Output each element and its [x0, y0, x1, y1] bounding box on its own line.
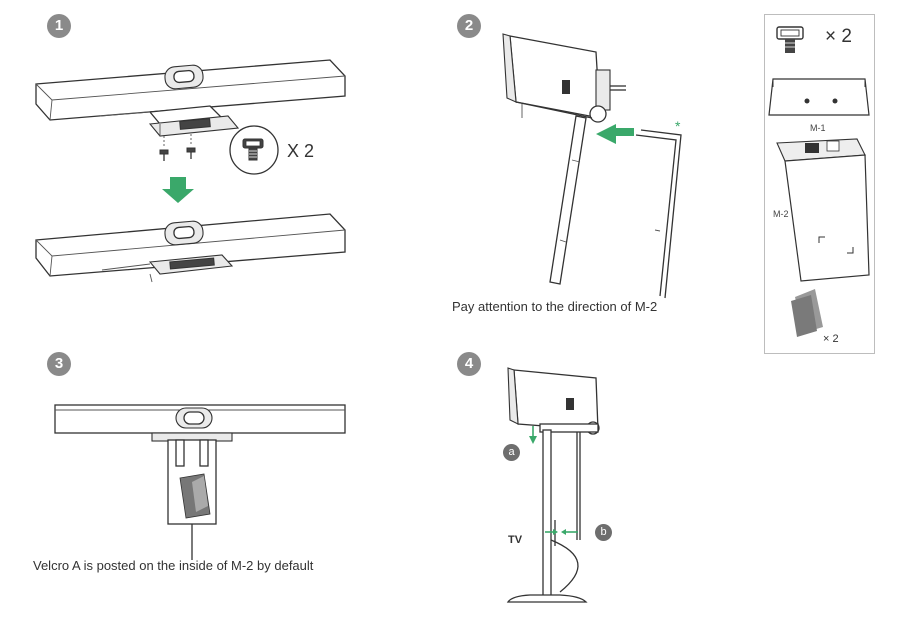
- parts-screw-icon: [776, 26, 804, 53]
- parts-drawing: [768, 26, 870, 337]
- step4-marker-a: a: [503, 444, 520, 461]
- parts-m2-label: M-2: [773, 209, 789, 219]
- step1-screws: [159, 134, 196, 161]
- parts-velcro-pad: [791, 289, 823, 337]
- step1-down-arrow: [162, 177, 194, 203]
- step1-screw-callout: [229, 125, 279, 175]
- parts-list-panel: × 2 M-1 M-2 × 2: [764, 14, 875, 354]
- step2-bracket-stand: [549, 115, 587, 285]
- step1-screw-quantity: X 2: [287, 141, 315, 161]
- step-1-badge: 1: [47, 14, 71, 38]
- step1-bar-top: [35, 59, 346, 137]
- step2-caption: Pay attention to the direction of M-2: [452, 299, 658, 314]
- step4-tv-label: TV: [508, 534, 523, 546]
- step-2-badge: 2: [457, 14, 481, 38]
- step2-arrow: [596, 124, 634, 144]
- step1-bar-bottom: [35, 213, 346, 283]
- step2-m2-plate: [635, 129, 682, 299]
- parts-velcro-quantity: × 2: [823, 333, 839, 345]
- step4-marker-b: b: [595, 524, 612, 541]
- parts-screw-quantity: × 2: [825, 26, 852, 47]
- step4-camera: [507, 367, 600, 435]
- step2-direction-mark: *: [675, 118, 681, 134]
- step-3-badge: 3: [47, 352, 71, 376]
- step3-caption: Velcro A is posted on the inside of M-2 …: [33, 558, 314, 573]
- step4-tv-stand: [506, 423, 599, 603]
- step3-bar: [54, 404, 346, 560]
- parts-m1-bracket: [768, 78, 870, 116]
- parts-m2-plate: [776, 138, 870, 282]
- step-4-badge: 4: [457, 352, 481, 376]
- parts-m1-label: M-1: [810, 123, 826, 133]
- step2-camera: [502, 33, 626, 123]
